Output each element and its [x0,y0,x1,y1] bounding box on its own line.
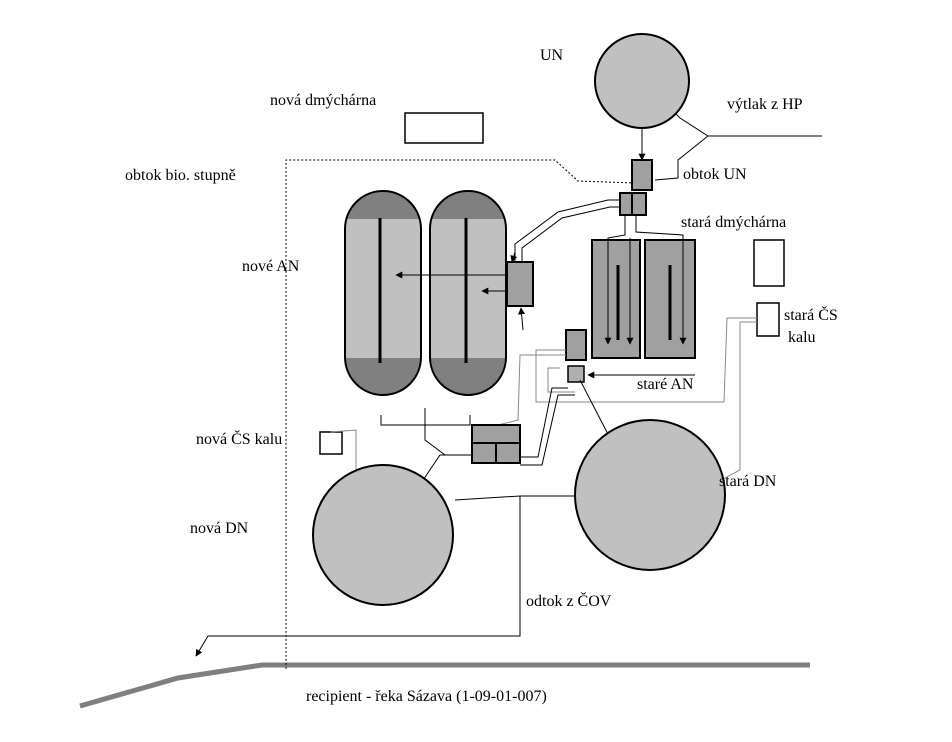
stare-an-feed-1 [604,215,626,345]
label-nova-dmycharna: nová dmýchárna [270,92,376,109]
stare-an-tanks [591,239,696,359]
dn-distribution-box [471,424,521,464]
pipe-outer [514,199,620,262]
distribution-box-2 [631,192,647,216]
nove-an-tank-2 [429,190,507,396]
label-obtok-un: obtok UN [683,166,747,183]
pipe-inner [521,206,620,262]
an-collection-drop [424,408,446,456]
un-tank [594,33,690,129]
sludge-line-old-1 [535,317,757,403]
dn-feed-old-double-2 [520,394,575,466]
nova-dmycharna-box [404,112,484,144]
feed-arrow-up [518,307,526,331]
pipe-arrow [510,251,518,263]
bypass-line [285,159,636,670]
label-stara-dmycharna: stará dmýchárna [681,214,786,231]
nova-dn-tank [312,464,454,606]
stara-dn-tank [574,419,726,571]
stare-an-feed-2 [635,215,687,345]
label-stara-cs-1: stará ČS [784,305,838,324]
label-vytlak: výtlak z HP [727,96,803,113]
stara-cs-kalu-box [756,302,780,337]
outflow-line [195,495,521,657]
un-bypass-line [654,135,709,181]
stare-an-side-box [565,329,587,361]
nova-cs-kalu-box [319,431,343,455]
label-stare-an: staré AN [637,376,694,393]
nove-an-feed-box [506,261,534,307]
label-un: UN [540,47,564,64]
label-recipient: recipient - řeka Sázava (1-09-01-007) [306,688,547,705]
dn-feed-old-double-1 [520,387,568,458]
obtok-un-box [631,159,653,191]
label-stara-dn: stará DN [719,473,777,490]
label-stara-cs-2: kalu [788,329,816,346]
stara-dmycharna-box [753,239,785,287]
label-nove-an: nové AN [242,258,300,275]
sludge-line-old-4 [547,367,575,393]
label-obtok-bio: obtok bio. stupně [125,167,236,184]
river-line [79,662,810,709]
nove-an-tank-1 [344,190,422,396]
stare-an-outflow-box [567,365,585,383]
label-nova-dn: nová DN [190,520,249,537]
label-odtok: odtok z ČOV [526,591,612,610]
label-nova-cs: nová ČS kalu [196,429,282,448]
